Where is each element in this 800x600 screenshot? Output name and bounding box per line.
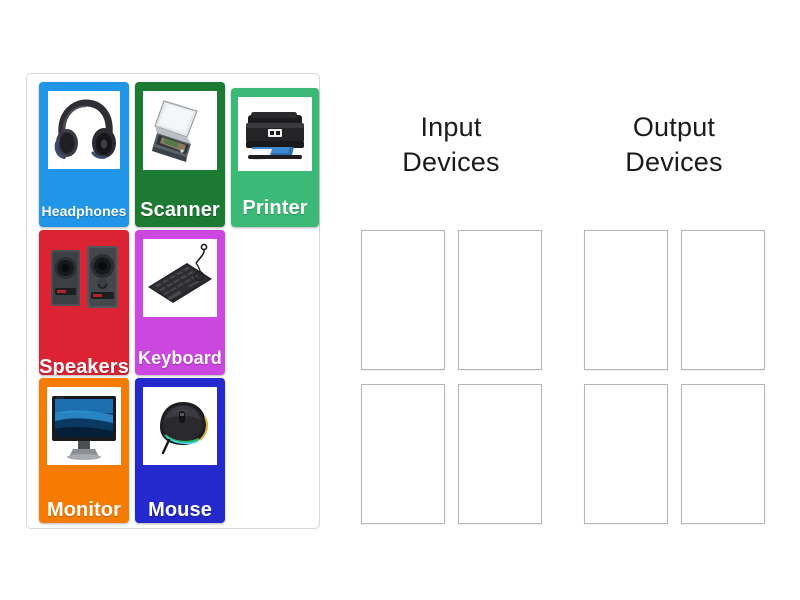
scanner-image — [143, 91, 217, 170]
category-title-line1: Input — [420, 112, 482, 142]
drop-slot-grid-output-devices — [576, 230, 772, 524]
card-label: Speakers — [39, 356, 129, 375]
category-column-input-devices: Input Devices — [353, 110, 549, 524]
card-label: Scanner — [140, 199, 220, 221]
card-label: Headphones — [41, 203, 127, 219]
drop-slot[interactable] — [360, 230, 445, 370]
speakers-image — [47, 244, 121, 316]
draggable-card-speakers[interactable]: Speakers — [39, 230, 129, 375]
category-title-line2: Devices — [402, 146, 500, 177]
drop-slot[interactable] — [457, 230, 542, 370]
draggable-card-keyboard[interactable]: Keyboard — [135, 230, 225, 375]
drop-slot[interactable] — [680, 384, 765, 524]
draggable-card-monitor[interactable]: Monitor — [39, 378, 129, 523]
drop-slot-grid-input-devices — [353, 230, 549, 524]
keyboard-image — [143, 239, 217, 317]
draggable-card-printer[interactable]: Printer — [231, 88, 319, 227]
unsorted-items-tray: Headphones — [26, 73, 320, 529]
card-label: Keyboard — [138, 348, 222, 368]
draggable-card-mouse[interactable]: Mouse — [135, 378, 225, 523]
mouse-image — [143, 387, 217, 465]
drop-slot[interactable] — [360, 384, 445, 524]
tray-grid: Headphones — [33, 79, 319, 525]
card-label: Mouse — [148, 499, 212, 521]
category-title-line2: Devices — [625, 146, 723, 177]
card-label: Monitor — [46, 499, 121, 521]
card-label: Printer — [242, 197, 308, 219]
drop-slot[interactable] — [583, 384, 668, 524]
draggable-card-headphones[interactable]: Headphones — [39, 82, 129, 227]
monitor-image — [47, 387, 121, 465]
category-title-line1: Output — [632, 112, 716, 142]
category-title-input-devices: Input Devices — [353, 110, 549, 179]
drop-slot[interactable] — [457, 384, 542, 524]
drop-slot[interactable] — [583, 230, 668, 370]
draggable-card-scanner[interactable]: Scanner — [135, 82, 225, 227]
printer-image — [238, 97, 312, 171]
category-title-output-devices: Output Devices — [576, 110, 772, 179]
drop-slot[interactable] — [680, 230, 765, 370]
category-column-output-devices: Output Devices — [576, 110, 772, 524]
headphones-image — [48, 91, 120, 169]
